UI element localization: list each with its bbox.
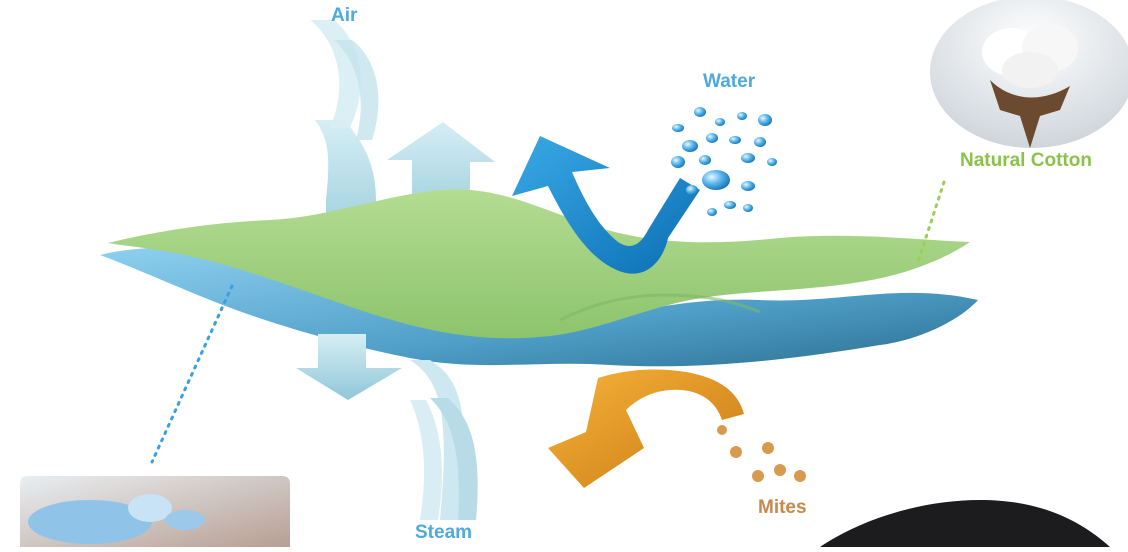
connector-lines [150,180,946,464]
mite-icons [717,425,806,482]
fabric-layers [100,189,978,367]
hair-photo [820,500,1110,547]
bottle-photo [20,476,290,547]
natural-cotton-label: Natural Cotton [960,150,1092,171]
mites-arrow [548,369,744,488]
cotton-photo [930,0,1128,148]
steam-label: Steam [415,522,473,543]
steam-down-arrow [296,334,478,520]
mites-label: Mites [758,497,807,518]
water-arrow [512,136,700,274]
air-label: Air [331,5,358,26]
water-drops [671,107,777,216]
water-label: Water [703,71,756,92]
